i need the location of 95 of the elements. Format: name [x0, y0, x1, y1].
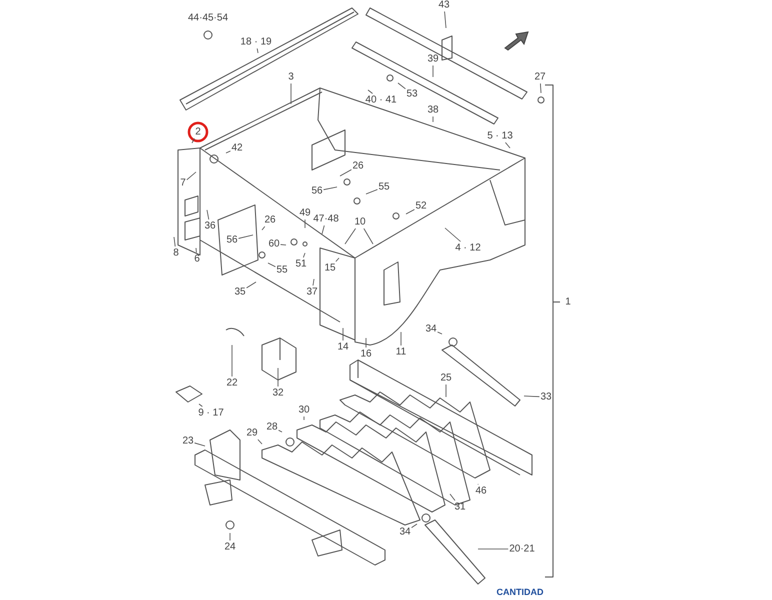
leader-line [312, 278, 314, 286]
leader-line [505, 142, 510, 148]
leader-line [340, 169, 352, 176]
leader-line [444, 228, 461, 242]
callout-number: 7 [180, 178, 186, 188]
leader-line [432, 116, 434, 122]
callout-number: 28 [266, 422, 278, 432]
leader-line [540, 83, 542, 94]
callout-number: 26 [352, 160, 364, 172]
callout-number: 4 · 12 [455, 242, 481, 254]
callout-number: 23 [182, 436, 194, 446]
callout-number: 51 [295, 258, 307, 270]
leader-line [258, 439, 262, 444]
leader-line [437, 332, 442, 334]
callout-number: 33 [540, 392, 552, 402]
leader-line [322, 225, 325, 234]
callout-number: 8 [173, 248, 179, 258]
leader-line [335, 258, 340, 262]
leader-line [411, 524, 418, 528]
leader-line [450, 494, 456, 501]
callout-number: 36 [204, 220, 216, 232]
leader-line [174, 236, 176, 247]
callout-number: 2 [195, 126, 201, 138]
callout-number: 3 [288, 72, 294, 82]
heading-text: CANTIDAD [496, 587, 544, 597]
callout-number: 55 [378, 182, 390, 192]
leader-line [398, 82, 406, 90]
leader-line [406, 209, 415, 214]
callout-number: 49 [299, 208, 311, 218]
callout-number: 11 [396, 346, 406, 358]
leader-line [323, 186, 338, 190]
callout-number: 47·48 [313, 214, 339, 224]
callout-number: 60 [268, 238, 280, 250]
leader-line [304, 219, 306, 228]
callout-number: 25 [440, 372, 452, 384]
callout-number: 16 [360, 348, 372, 360]
callout-number: 37 [306, 286, 318, 298]
callout-number: 18 · 19 [240, 36, 272, 48]
callout-number: 34 [425, 324, 437, 334]
leader-line [363, 228, 374, 244]
leader-line [400, 332, 402, 346]
leader-line [278, 430, 282, 432]
callout-number: 1 [565, 296, 571, 308]
leader-line [268, 262, 276, 268]
callout-number: 24 [224, 542, 236, 552]
callout-number: 34 [399, 526, 411, 538]
leader-line [280, 244, 286, 246]
callout-number: 56 [311, 186, 323, 196]
leader-line [198, 404, 203, 407]
callout-number: 10 [354, 216, 366, 228]
leader-line [366, 189, 378, 194]
leader-line [478, 548, 509, 550]
leader-line [524, 396, 540, 398]
callout-number: 38 [427, 104, 439, 116]
callout-number: 29 [246, 428, 258, 438]
callout-number: 42 [231, 142, 243, 154]
callout-number: 43 [438, 0, 450, 10]
callout-number: 22 [226, 378, 238, 388]
callout-number: 14 [337, 342, 349, 352]
callout-number: 5 · 13 [487, 130, 513, 142]
leader-line [368, 90, 373, 94]
leader-line [444, 11, 446, 28]
callout-number: 32 [272, 388, 284, 398]
callout-number: 40 · 41 [365, 94, 397, 106]
callout-number: 20·21 [509, 544, 535, 554]
callout-number: 27 [534, 72, 546, 82]
callout-number: 52 [415, 200, 427, 212]
leader-line [344, 228, 356, 244]
callout-number: 56 [226, 234, 238, 246]
callout-number: 6 [194, 254, 200, 264]
callout-number: 15 [324, 262, 336, 274]
callout-number: 55 [276, 264, 288, 276]
leader-line [256, 48, 258, 54]
callout-number: 26 [264, 214, 276, 226]
leader-line [238, 234, 254, 239]
leader-line [226, 150, 231, 154]
callout-number: 30 [298, 404, 310, 416]
leader-line [194, 442, 206, 446]
leader-line [192, 138, 195, 144]
callout-number: 46 [475, 486, 487, 496]
callout-number: 35 [234, 286, 246, 298]
leader-line [290, 83, 292, 104]
leader-line [262, 226, 266, 230]
leader-line [302, 252, 306, 258]
leader-line [432, 65, 434, 78]
leader-line [206, 210, 210, 220]
leader-line [196, 248, 197, 253]
callout-number: 9 · 17 [198, 408, 224, 418]
leader-line [342, 328, 344, 341]
callout-number: 31 [454, 502, 466, 512]
leader-line [246, 282, 256, 288]
leader-line [186, 172, 196, 180]
callout-number: 44·45·54 [188, 12, 228, 24]
callout-number: 53 [406, 88, 418, 100]
callout-number: 39 [427, 54, 439, 64]
